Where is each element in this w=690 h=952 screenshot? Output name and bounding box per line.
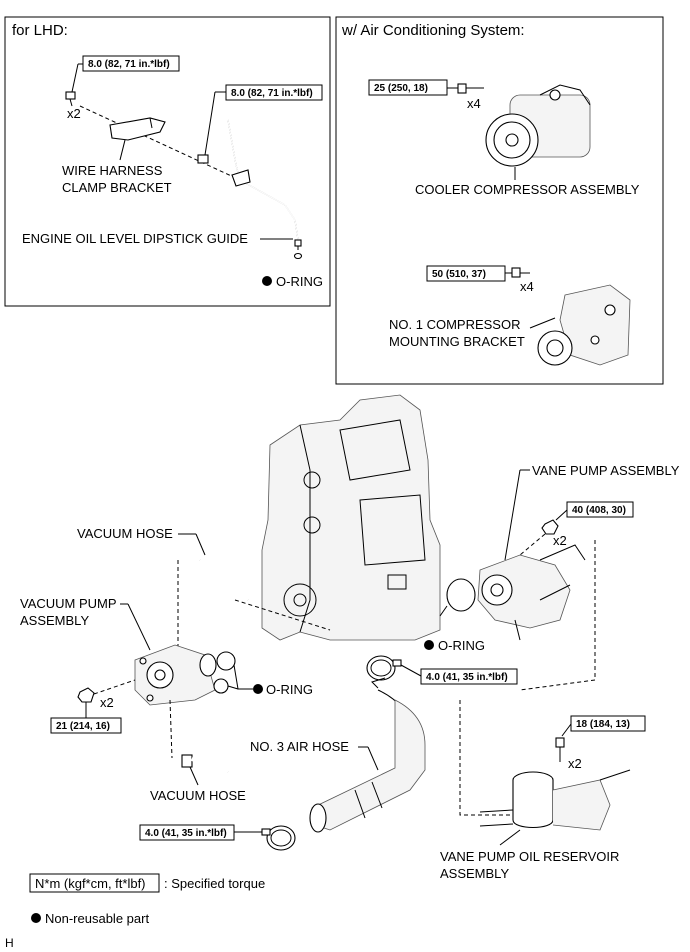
vacuum-hose-top	[199, 558, 249, 602]
hose-clamp-top	[366, 655, 402, 681]
ac-bracket-torque-value: 50 (510, 37)	[432, 269, 486, 280]
oring-left-dot	[253, 684, 263, 694]
vane-torque-box	[566, 501, 634, 518]
vane-pump-label: VANE PUMP ASSEMBLY	[532, 463, 680, 478]
vane-qty: x2	[553, 533, 567, 548]
vacuum-hose-bottom-label: VACUUM HOSE	[150, 788, 246, 803]
cooler-compressor	[485, 84, 591, 167]
legend-nonreusable-dot	[31, 913, 41, 923]
compressor-label: COOLER COMPRESSOR ASSEMBLY	[415, 182, 640, 197]
ac-compressor-torque-value: 25 (250, 18)	[374, 83, 428, 94]
ac-compressor-qty: x4	[467, 96, 481, 111]
wire-harness-clamp-bracket	[109, 117, 166, 141]
engine-block	[261, 394, 441, 641]
hose-clamp-bottom	[261, 825, 296, 851]
vacuum-pump-assembly	[134, 644, 217, 706]
lhd-torque-value-1: 8.0 (82, 71 in.*lbf)	[88, 59, 170, 70]
vacuum-torque-box	[50, 717, 122, 734]
lhd-torque-value-2: 8.0 (82, 71 in.*lbf)	[231, 88, 313, 99]
no3-air-hose	[309, 677, 426, 833]
reservoir-torque-box	[570, 715, 646, 732]
bracket-label-2: MOUNTING BRACKET	[389, 334, 525, 349]
vane-torque-value: 40 (408, 30)	[572, 505, 626, 516]
reservoir-torque-value: 18 (184, 13)	[576, 719, 630, 730]
vacuum-pump-label-2: ASSEMBLY	[20, 613, 89, 628]
legend-torque-units: N*m (kgf*cm, ft*lbf)	[35, 876, 146, 891]
lhd-panel-frame	[4, 16, 331, 307]
vacuum-hose-top-label: VACUUM HOSE	[77, 526, 173, 541]
corner-code: H	[5, 936, 14, 950]
legend-torque-box	[29, 873, 160, 893]
oring-left-label: O-RING	[266, 682, 313, 697]
vacuum-oring-part-2	[213, 678, 229, 694]
vane-pump-nut	[541, 519, 559, 535]
lhd-bolt-2	[197, 154, 209, 164]
reservoir-qty: x2	[568, 756, 582, 771]
ac-compressor-bolt	[457, 83, 484, 94]
lhd-oring-part	[293, 252, 303, 260]
dipstick-guide	[227, 119, 302, 247]
clamp-top-torque-value: 4.0 (41, 35 in.*lbf)	[426, 672, 508, 683]
oring-right-dot	[424, 640, 434, 650]
vane-pump-oil-reservoir	[479, 769, 631, 831]
lhd-bolt-1	[65, 91, 76, 107]
ac-bracket-bolt	[511, 267, 530, 278]
lhd-panel-title: for LHD:	[12, 22, 68, 39]
ac-bracket-qty: x4	[520, 279, 534, 294]
reservoir-label-2: ASSEMBLY	[440, 866, 509, 881]
legend-torque-text: : Specified torque	[164, 876, 265, 891]
reservoir-bolt	[555, 737, 565, 762]
lhd-nonreusable-dot	[262, 276, 272, 286]
compressor-mounting-bracket	[537, 284, 631, 366]
vacuum-torque-value: 21 (214, 16)	[56, 721, 110, 732]
clamp-bottom-torque-box	[139, 824, 235, 841]
vacuum-oring-part-1	[216, 651, 236, 671]
vacuum-pump-nut	[77, 687, 95, 703]
wire-harness-label-1: WIRE HARNESS	[62, 163, 163, 178]
air-hose-label: NO. 3 AIR HOSE	[250, 739, 349, 754]
vacuum-pump-label-1: VACUUM PUMP	[20, 596, 117, 611]
legend-nonreusable-text: Non-reusable part	[45, 911, 149, 926]
dipstick-guide-label: ENGINE OIL LEVEL DIPSTICK GUIDE	[22, 231, 248, 246]
lhd-qty: x2	[67, 106, 81, 121]
clamp-top-torque-box	[420, 668, 518, 685]
wire-harness-label-2: CLAMP BRACKET	[62, 180, 172, 195]
vacuum-qty: x2	[100, 695, 114, 710]
vane-oring-part	[446, 578, 476, 612]
vacuum-hose-bottom	[181, 754, 230, 775]
bracket-label-1: NO. 1 COMPRESSOR	[389, 317, 520, 332]
reservoir-label-1: VANE PUMP OIL RESERVOIR	[440, 849, 619, 864]
ac-panel-title: w/ Air Conditioning System:	[341, 22, 525, 39]
lhd-oring-label: O-RING	[276, 274, 323, 289]
ac-panel-frame	[335, 16, 664, 385]
oring-right-label: O-RING	[438, 638, 485, 653]
clamp-bottom-torque-value: 4.0 (41, 35 in.*lbf)	[145, 828, 227, 839]
vane-pump-assembly	[477, 544, 586, 641]
